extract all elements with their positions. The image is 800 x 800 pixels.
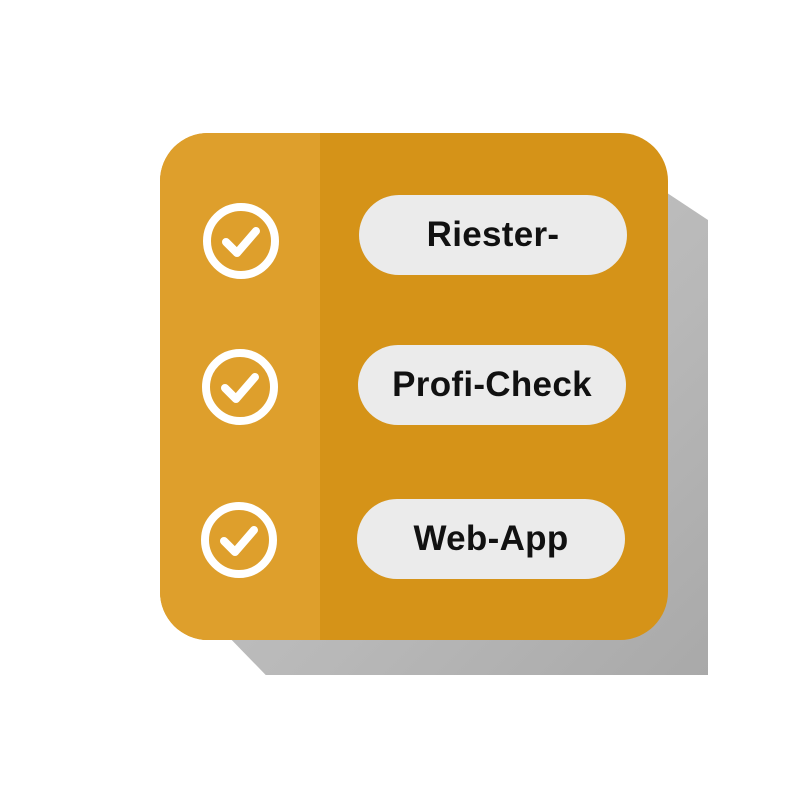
checklist-card: Riester- Profi-Check Web-App (160, 133, 668, 640)
list-item-label: Riester- (359, 195, 627, 275)
list-item-label: Profi-Check (358, 345, 626, 425)
checkmark-circle-icon (202, 202, 280, 280)
list-item-label: Web-App (357, 499, 625, 579)
checkmark-circle-icon (200, 501, 278, 579)
checkmark-circle-icon (201, 348, 279, 426)
check-column (160, 133, 320, 640)
